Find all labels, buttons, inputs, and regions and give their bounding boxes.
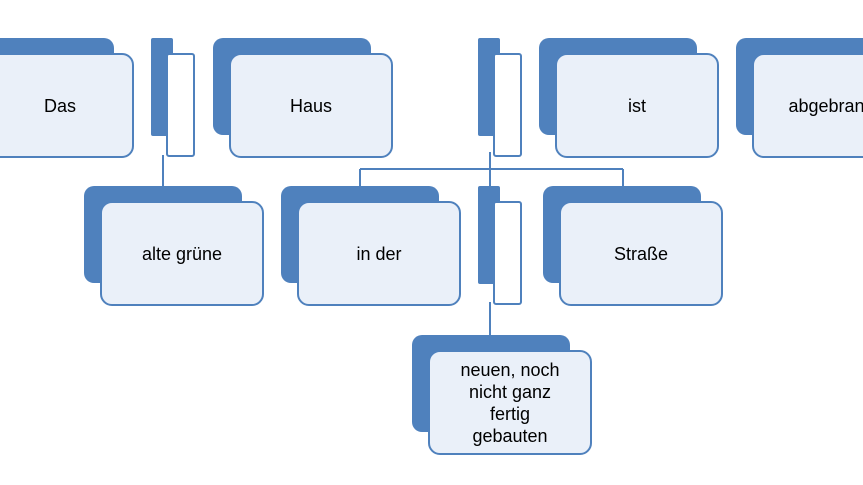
node-in-der-label: in der [297,201,461,306]
node-in-der: in der [281,186,461,306]
node-strasse-label: Straße [559,201,723,306]
slot-after-das [151,38,197,158]
node-abgebrannt-label: abgebrannt [752,53,863,158]
node-alte-gruene-label: alte grüne [100,201,264,306]
slot-after-in-der [478,186,524,306]
node-ist: ist [539,38,719,158]
node-alte-gruene: alte grüne [84,186,264,306]
node-das-label: Das [0,53,134,158]
node-das: Das [0,38,135,158]
node-abgebrannt: abgebrannt [736,38,863,158]
node-neuen-noch-nicht-ganz-fertig-gebauten: neuen, noch nicht ganz fertig gebauten [412,335,592,455]
node-neuen-label: neuen, noch nicht ganz fertig gebauten [428,350,592,455]
node-strasse: Straße [543,186,723,306]
node-ist-label: ist [555,53,719,158]
node-haus-label: Haus [229,53,393,158]
node-haus: Haus [213,38,393,158]
slot-after-haus [478,38,524,158]
